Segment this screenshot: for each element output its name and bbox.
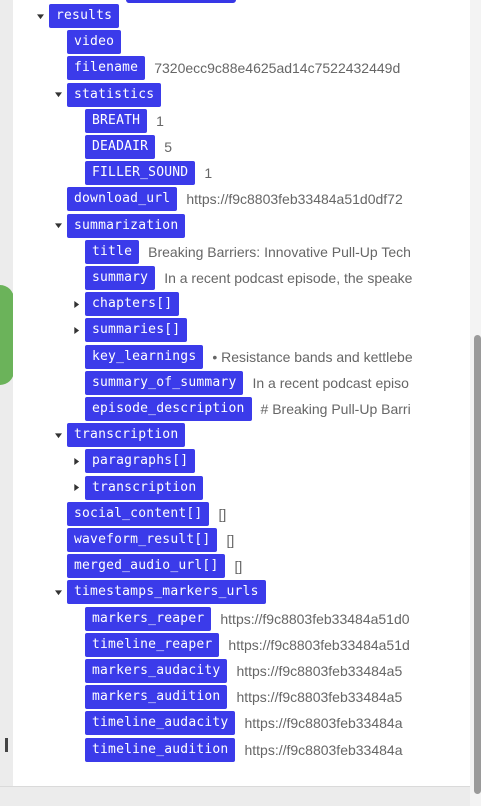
tree-node-value: 1 — [204, 165, 213, 182]
tree-node-value: https://f9c8803feb33484a5 — [236, 663, 403, 679]
tree-node-key[interactable]: social_content[] — [67, 501, 210, 526]
tree-node-key[interactable]: filename — [67, 56, 146, 81]
caret-right-icon[interactable] — [69, 318, 83, 342]
tree-node-value: In a recent podcast episo — [252, 374, 409, 391]
background-dark-mark — [5, 738, 8, 752]
tree-node-key[interactable]: BREATH — [85, 108, 148, 133]
background-green-shape — [0, 285, 14, 385]
tree-row: summaries[] — [69, 318, 188, 343]
tree-node-value: # Breaking Pull-Up Barri — [260, 401, 411, 417]
tree-node-key[interactable]: video — [67, 30, 122, 55]
panel-bottom-border — [0, 786, 470, 787]
tree-row: summarization — [51, 213, 186, 238]
tree-row: transcription — [69, 475, 204, 500]
tree-node-key[interactable]: DEADAIR — [85, 135, 156, 159]
tree-node-key[interactable]: title — [85, 239, 140, 264]
tree-node-key[interactable]: FILLER_SOUND — [85, 161, 196, 186]
tree-node-value: [] — [226, 532, 235, 548]
tree-node-value: [] — [218, 505, 227, 522]
tree-row: transcription — [51, 423, 186, 448]
tree-node-value: Breaking Barriers: Innovative Pull-Up Te… — [148, 243, 411, 260]
tree-row: merged_audio_url[] [] — [51, 554, 243, 579]
caret-right-icon[interactable] — [69, 449, 83, 473]
tree-row: waveform_result[] [] — [51, 528, 234, 552]
tree-row: filename 7320ecc9c88e4625ad14c7522432449d — [51, 56, 401, 81]
tree-node-value: • Resistance bands and kettlebe — [212, 348, 413, 365]
tree-node-value: In a recent podcast episode, the speake — [164, 270, 413, 286]
tree-node-value: https://f9c8803feb33484a51d0df72 — [186, 191, 403, 208]
tree-row: statistics — [51, 82, 162, 107]
tree-node-key[interactable]: waveform_result[] — [67, 528, 218, 552]
tree-node-key[interactable]: statistics — [67, 82, 162, 107]
tree-row: video — [51, 30, 122, 55]
tree-node-key[interactable]: results — [49, 4, 120, 28]
tree-node-value: [] — [234, 558, 243, 575]
tree-row: markers_audition https://f9c8803feb33484a… — [69, 685, 403, 710]
tree-node-key[interactable]: markers_audition — [85, 685, 228, 710]
tree-node-value: 5 — [164, 139, 172, 155]
tree-row: timeline_audition https://f9c8803feb33484… — [69, 737, 403, 762]
tree-node-key[interactable]: chapters[] — [85, 292, 180, 317]
tree-node-key[interactable]: timeline_audition — [85, 737, 236, 762]
tree-node-key[interactable]: key_learnings — [85, 344, 204, 369]
tree-row: BREATH 1 — [69, 108, 164, 133]
tree-node-key[interactable]: markers_reaper — [85, 606, 212, 631]
tree-row: FILLER_SOUND 1 — [69, 161, 213, 186]
tree-node-key[interactable]: paragraphs[] — [85, 449, 196, 474]
tree-node-key[interactable]: download_url — [67, 187, 178, 212]
tree-row: title Breaking Barriers: Innovative Pull-… — [69, 239, 411, 264]
tree-row: results — [33, 4, 120, 28]
tree-node-value: https://f9c8803feb33484a51d — [228, 636, 410, 653]
tree-row: summary In a recent podcast episode, the … — [69, 266, 412, 290]
tree-row: summary_of_summary In a recent podcast ep… — [69, 370, 409, 395]
tree-row: social_content[] [] — [51, 501, 227, 526]
caret-down-icon[interactable] — [33, 4, 47, 28]
caret-down-icon[interactable] — [51, 214, 65, 238]
tree-node-key[interactable]: episode_description — [85, 397, 252, 421]
tree-node-key[interactable]: merged_audio_url[] — [67, 554, 226, 579]
tree-node-key[interactable]: transcription — [67, 423, 186, 448]
tree-row: DEADAIR 5 — [69, 135, 172, 159]
caret-down-icon[interactable] — [51, 83, 65, 107]
tree-row: chapters[] — [69, 292, 180, 317]
caret-right-icon[interactable] — [69, 476, 83, 500]
tree-node-value: https://f9c8803feb33484a — [244, 741, 403, 758]
tree-row: timeline_audacity https://f9c8803feb33484… — [69, 711, 403, 736]
tree-node-value: 7320ecc9c88e4625ad14c7522432449d — [154, 60, 401, 77]
tree-row: key_learnings • Resistance bands and kett… — [69, 344, 413, 369]
caret-down-icon[interactable] — [51, 580, 65, 604]
previous-node-edge — [126, 0, 236, 3]
tree-node-key[interactable]: summarization — [67, 213, 186, 238]
tree-node-key[interactable]: transcription — [85, 475, 204, 500]
tree-node-key[interactable]: summaries[] — [85, 318, 188, 343]
tree-row: download_url https://f9c8803feb33484a51d0… — [51, 187, 403, 212]
tree-node-key[interactable]: timeline_reaper — [85, 632, 220, 657]
caret-right-icon[interactable] — [69, 292, 83, 316]
caret-down-icon[interactable] — [51, 423, 65, 447]
tree-node-key[interactable]: summary_of_summary — [85, 370, 244, 395]
scrollbar-thumb[interactable] — [474, 335, 481, 794]
tree-node-key[interactable]: markers_audacity — [85, 659, 228, 683]
tree-row: episode_description # Breaking Pull-Up Ba… — [69, 397, 411, 421]
tree-row: markers_reaper https://f9c8803feb33484a51… — [69, 606, 410, 631]
tree-row: timeline_reaper https://f9c8803feb33484a5… — [69, 632, 410, 657]
tree-node-value: https://f9c8803feb33484a51d0 — [220, 610, 410, 627]
tree-node-value: https://f9c8803feb33484a — [244, 715, 403, 732]
tree-row: paragraphs[] — [69, 449, 196, 474]
tree-node-value: https://f9c8803feb33484a5 — [236, 689, 403, 706]
tree-node-value: 1 — [156, 112, 164, 129]
tree-node-key[interactable]: timeline_audacity — [85, 711, 236, 736]
tree-row: timestamps_markers_urls — [51, 580, 266, 605]
overflow-fade — [410, 0, 470, 786]
tree-row: markers_audacity https://f9c8803feb33484a… — [69, 659, 402, 683]
tree-node-key[interactable]: summary — [85, 266, 156, 290]
tree-node-key[interactable]: timestamps_markers_urls — [67, 580, 266, 605]
